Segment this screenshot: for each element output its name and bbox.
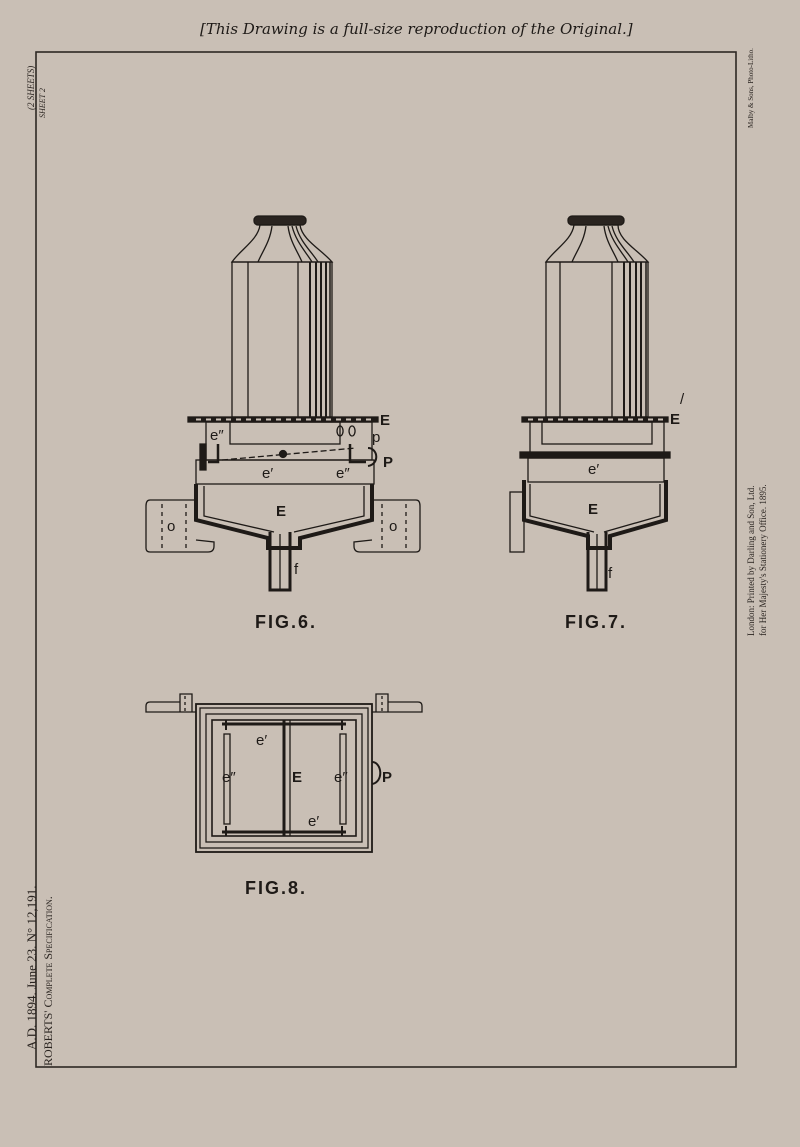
fig6-spring-catch (367, 447, 378, 467)
fig7-label-E-inner: E (588, 501, 598, 518)
fig8-outer-frame (195, 703, 373, 853)
fig7-bottle-lip (567, 215, 625, 226)
figure-8 (145, 693, 423, 853)
printer-credit-line-1: London: Printed by Darling and Son, Ltd. (746, 485, 756, 637)
fig8-label-e2-right: e″ (334, 769, 348, 786)
sheets-note: (2 SHEETS) (26, 65, 36, 110)
fig8-spring-catch (371, 761, 382, 785)
fig6-label-o-right: o (389, 518, 397, 535)
fig8-left-lug (145, 693, 196, 713)
fig8-right-lug (372, 693, 423, 713)
patent-date-number: A.D. 1894. June 23. N° 12,191. (24, 885, 39, 1050)
fig8-label-E: E (292, 769, 302, 786)
fig6-label-e2-right: e″ (336, 465, 350, 482)
fig6-label-p-small: p (372, 429, 380, 446)
fig6-label-o-left: o (167, 518, 175, 535)
fig6-label-E-inner: E (276, 503, 286, 520)
fig6-label-f: f (294, 561, 299, 578)
fig7-label-E-top: E (670, 411, 680, 428)
fig6-caption: FIG.6. (255, 612, 317, 632)
figure-7 (509, 215, 671, 592)
fig6-label-e1: e′ (262, 465, 273, 482)
fig7-perforated-plate (521, 416, 669, 423)
fig7-side-flange (509, 491, 525, 553)
fig7-funnel-tank (522, 480, 668, 550)
fig6-right-flange (353, 499, 421, 553)
reproduction-note: [This Drawing is a full-size reproductio… (200, 20, 633, 38)
fig8-label-e2-left: e″ (222, 769, 236, 786)
sheet-border (35, 51, 737, 1068)
fig6-bottle-lip (253, 215, 307, 226)
figure-6 (145, 215, 421, 592)
fig6-left-flange (145, 499, 215, 553)
sheet-number: SHEET 2 (38, 88, 47, 118)
lithographer-credit: Malby & Sons, Photo-Litho. (747, 48, 755, 128)
fig8-label-e1-bottom: e′ (308, 813, 319, 830)
fig7-label-e1: e′ (588, 461, 599, 478)
fig7-bottle-shoulder (544, 224, 650, 263)
specification-title: ROBERTS' Complete Specification. (41, 896, 55, 1066)
fig6-funnel-tank (194, 484, 374, 550)
fig6-label-P: P (383, 454, 393, 471)
printer-credit-line-2: for Her Majesty's Stationery Office. 189… (758, 484, 768, 636)
fig7-label-E-mark: / (680, 391, 685, 408)
fig6-bottle-shoulder (230, 224, 334, 263)
fig8-label-P: P (382, 769, 392, 786)
fig8-caption: FIG.8. (245, 878, 307, 898)
fig6-label-e2-left: e″ (210, 427, 224, 444)
fig7-bottle-body (545, 261, 649, 418)
fig7-label-f: f (608, 565, 613, 582)
fig8-label-e1-top: e′ (256, 732, 267, 749)
fig7-caption: FIG.7. (565, 612, 627, 632)
fig6-label-E-top: E (380, 412, 390, 429)
